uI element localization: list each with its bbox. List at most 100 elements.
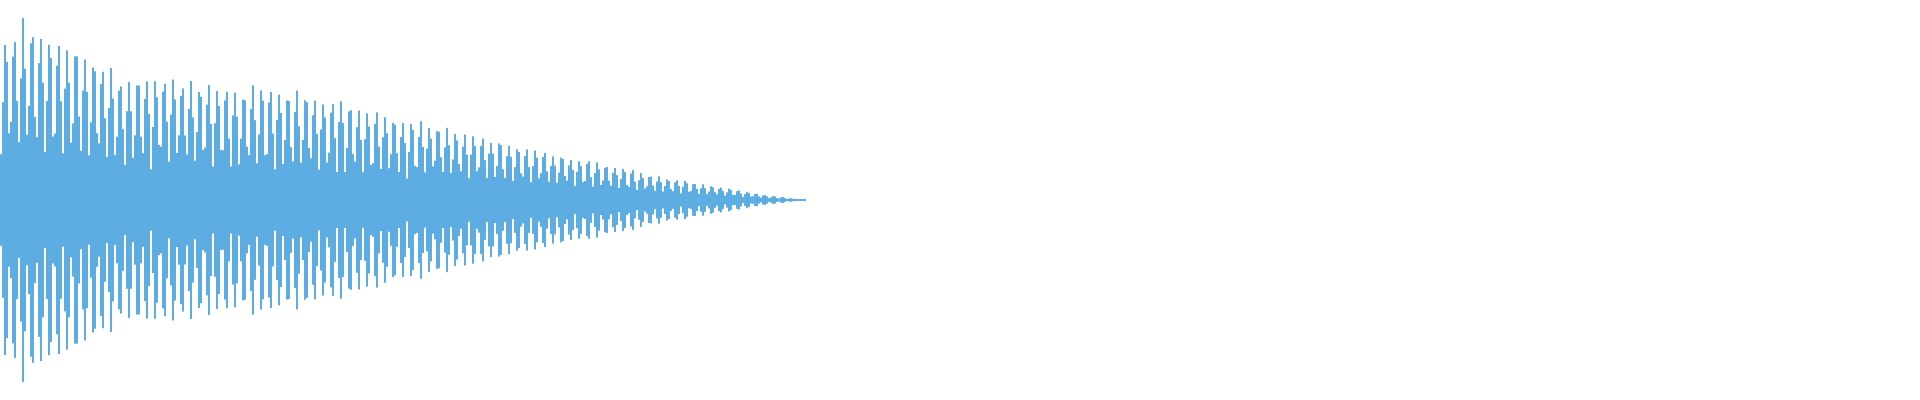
waveform-sample: [630, 173, 632, 227]
waveform-sample: [678, 185, 680, 215]
waveform-sample: [238, 164, 240, 236]
waveform-sample: [282, 164, 284, 236]
waveform-sample: [276, 119, 278, 281]
waveform-sample: [72, 123, 74, 277]
waveform-sample: [496, 166, 498, 234]
waveform-sample: [652, 185, 654, 215]
waveform-sample: [518, 151, 520, 249]
waveform-sample: [420, 121, 422, 279]
waveform-sample: [400, 137, 402, 263]
waveform-sample: [60, 101, 62, 299]
waveform-sample: [634, 181, 636, 219]
waveform-sample: [416, 167, 418, 233]
waveform-sample: [628, 186, 630, 214]
waveform-sample: [756, 193, 758, 207]
waveform-sample: [430, 138, 432, 262]
waveform-sample: [310, 158, 312, 242]
waveform-sample: [432, 166, 434, 234]
waveform-sample: [96, 133, 98, 267]
waveform-sample: [552, 156, 554, 244]
waveform-sample: [788, 198, 790, 202]
waveform-sample: [722, 190, 724, 210]
waveform-sample: [728, 188, 730, 212]
waveform-sample: [230, 166, 232, 234]
waveform-sample: [492, 153, 494, 247]
waveform-sample: [332, 104, 334, 296]
waveform-sample: [670, 189, 672, 211]
waveform-sample: [4, 44, 6, 356]
waveform-sample: [210, 123, 212, 277]
waveform-sample: [46, 101, 48, 299]
waveform-sample: [350, 110, 352, 290]
waveform-sample: [256, 163, 258, 237]
waveform-sample: [738, 190, 740, 210]
waveform-sample: [566, 180, 568, 220]
waveform-sample: [328, 152, 330, 248]
waveform-sample: [720, 187, 722, 213]
waveform-sample: [750, 196, 752, 204]
waveform-sample: [192, 117, 194, 283]
waveform-sample: [286, 100, 288, 300]
waveform-sample: [716, 194, 718, 206]
waveform-sample: [300, 162, 302, 238]
waveform-sample: [388, 168, 390, 232]
waveform-sample: [114, 155, 116, 245]
waveform-sample: [88, 155, 90, 245]
waveform-sample: [528, 167, 530, 233]
waveform-sample: [194, 160, 196, 240]
waveform-sample: [780, 197, 782, 203]
waveform-sample: [246, 146, 248, 254]
waveform-sample: [498, 143, 500, 257]
waveform-sample: [376, 112, 378, 288]
waveform-sample: [200, 96, 202, 304]
waveform-sample: [688, 191, 690, 209]
waveform-sample: [0, 154, 2, 246]
waveform-sample: [390, 154, 392, 246]
waveform-sample: [460, 171, 462, 229]
waveform-sample: [346, 148, 348, 252]
waveform-sample: [476, 171, 478, 229]
waveform-sample: [726, 192, 728, 208]
waveform-sample: [184, 135, 186, 265]
waveform-sample: [774, 196, 776, 204]
waveform-sample: [470, 154, 472, 246]
waveform-sample: [382, 137, 384, 263]
waveform-sample: [370, 164, 372, 236]
waveform-sample: [414, 165, 416, 235]
waveform-sample: [220, 150, 222, 250]
waveform-sample: [796, 199, 798, 201]
waveform-sample: [394, 124, 396, 276]
waveform-sample: [156, 97, 158, 303]
waveform-sample: [558, 172, 560, 228]
waveform-sample: [42, 82, 44, 318]
waveform-sample: [548, 181, 550, 219]
waveform-sample: [108, 108, 110, 292]
waveform-sample: [374, 123, 376, 277]
waveform-sample: [764, 194, 766, 206]
waveform-sample: [384, 117, 386, 283]
waveform-sample: [508, 145, 510, 255]
waveform-sample: [588, 161, 590, 239]
waveform-sample: [386, 133, 388, 267]
waveform-sample: [674, 182, 676, 218]
waveform-sample: [594, 173, 596, 227]
waveform-sample: [682, 186, 684, 214]
waveform-sample: [358, 110, 360, 290]
waveform-sample: [490, 142, 492, 258]
waveform-sample: [94, 71, 96, 329]
waveform-sample: [380, 168, 382, 232]
waveform-sample: [604, 167, 606, 233]
waveform-sample: [182, 88, 184, 312]
waveform-sample: [372, 163, 374, 237]
waveform-sample: [710, 186, 712, 214]
waveform-sample: [568, 165, 570, 235]
waveform-sample: [458, 164, 460, 236]
waveform-sample: [354, 161, 356, 239]
waveform-sample: [428, 127, 430, 273]
waveform-sample: [680, 193, 682, 207]
waveform-sample: [790, 198, 792, 202]
waveform-sample: [188, 108, 190, 292]
waveform-sample: [576, 171, 578, 229]
waveform-sample: [364, 139, 366, 261]
waveform-sample: [700, 188, 702, 212]
